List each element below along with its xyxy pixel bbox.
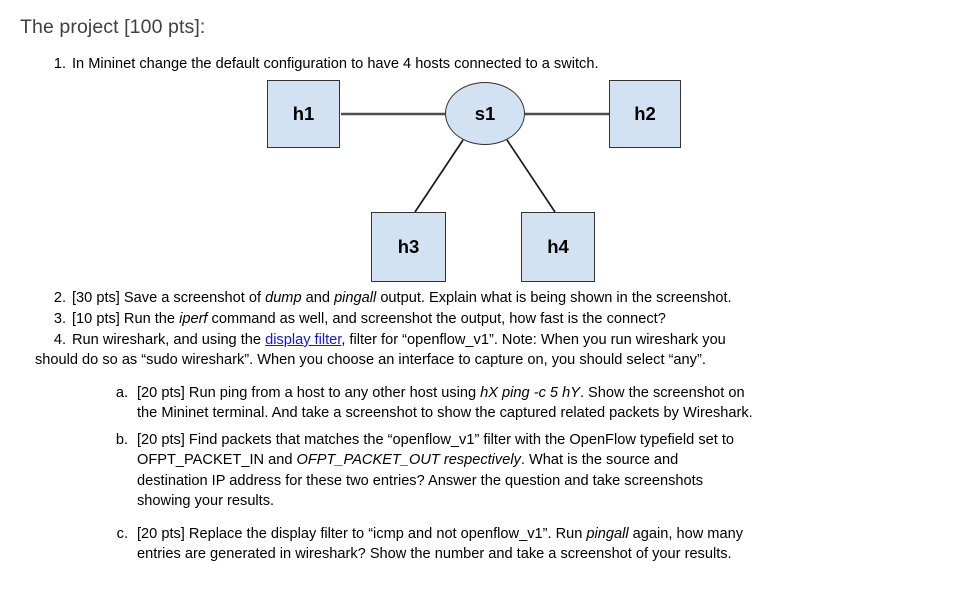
subtask-c-line1-pre: [20 pts] Replace the display filter to “…: [137, 526, 587, 542]
network-topology-diagram: h1 s1 h2 h3 h4: [255, 76, 695, 288]
subtask-item-a: a. [20 pts] Run ping from a host to any …: [114, 383, 944, 424]
task-3-post: command as well, and screenshot the outp…: [207, 311, 666, 327]
page-title: The project [100 pts]:: [20, 16, 206, 38]
subtask-c-line2: entries are generated in wireshark? Show…: [137, 546, 732, 563]
task-item-1: 1. In Mininet change the default configu…: [50, 54, 955, 74]
subtask-c-line1-post: again, how many: [628, 526, 743, 542]
task-marker-3: 3.: [53, 311, 66, 327]
subtask-a-cmd-ping: hX ping -c 5 hY: [480, 385, 580, 401]
task-text-2: [30 pts] Save a screenshot of dump and p…: [72, 288, 955, 308]
task-text-1: In Mininet change the default configurat…: [72, 56, 599, 72]
task-4-line2: should do so as “sudo wireshark”. When y…: [35, 352, 706, 369]
task-2-cmd-pingall: pingall: [334, 290, 377, 306]
topology-node-h3-label: h3: [397, 236, 420, 257]
display-filter-link[interactable]: display filter: [265, 332, 342, 348]
edge-s1-h4: [506, 139, 556, 213]
task-2-cmd-dump: dump: [265, 290, 302, 306]
subtask-c-cmd-pingall: pingall: [586, 526, 629, 542]
topology-node-s1-label: s1: [474, 102, 496, 124]
task-item-2: 2. [30 pts] Save a screenshot of dump an…: [50, 288, 955, 308]
topology-node-h1: h1: [267, 80, 340, 148]
task-marker-2: 2.: [53, 290, 66, 306]
topology-node-h2-label: h2: [634, 103, 656, 124]
subtask-text-c: [20 pts] Replace the display filter to “…: [137, 524, 944, 565]
topology-node-h1-label: h1: [292, 103, 315, 124]
subtask-marker-c: c.: [116, 526, 128, 542]
subtask-text-b: [20 pts] Find packets that matches the “…: [137, 430, 944, 511]
task-item-4: 4. Run wireshark, and using the display …: [35, 330, 955, 368]
task-marker-4: 4.: [53, 332, 66, 348]
subtask-b-line2-post: . What is the source and: [520, 452, 679, 469]
subtask-marker-b: b.: [115, 432, 128, 448]
task-2-pre: [30 pts] Save a screenshot of: [72, 290, 266, 306]
topology-node-h4: h4: [521, 212, 595, 282]
task-2-post: output. Explain what is being shown in t…: [376, 290, 732, 306]
task-3-cmd-iperf: iperf: [179, 311, 208, 327]
task-item-3: 3. [10 pts] Run the iperf command as wel…: [50, 309, 955, 329]
subtask-marker-a: a.: [115, 385, 128, 401]
subtask-b-line1: [20 pts] Find packets that matches the “…: [137, 432, 735, 448]
topology-edges: [341, 112, 611, 213]
topology-node-h2: h2: [609, 80, 681, 148]
subtask-a-line2: the Mininet terminal. And take a screens…: [137, 405, 753, 422]
subtask-item-c: c. [20 pts] Replace the display filter t…: [114, 524, 944, 565]
task-marker-1: 1.: [53, 56, 66, 72]
task-4-post: , filter for “openflow_v1”. Note: When y…: [341, 332, 726, 348]
subtask-a-post: . Show the screenshot on: [579, 385, 745, 401]
subtask-item-b: b. [20 pts] Find packets that matches th…: [114, 430, 944, 511]
topology-node-h3: h3: [371, 212, 446, 282]
task-4-pre: Run wireshark, and using the: [72, 332, 266, 348]
subtask-b-line2-pre: OFPT_PACKET_IN and: [137, 452, 297, 469]
subtask-b-cmd-packet-out: OFPT_PACKET_OUT respectively: [296, 452, 521, 469]
topology-node-h4-label: h4: [547, 236, 569, 257]
edge-s1-h3: [414, 139, 464, 213]
task-2-mid: and: [301, 290, 335, 306]
topology-node-s1: s1: [445, 82, 525, 145]
task-3-pre: [10 pts] Run the: [72, 311, 180, 327]
subtask-text-a: [20 pts] Run ping from a host to any oth…: [137, 383, 944, 424]
subtask-b-line4: showing your results.: [137, 492, 275, 509]
subtask-b-line3: destination IP address for these two ent…: [137, 472, 703, 489]
subtask-a-pre: [20 pts] Run ping from a host to any oth…: [137, 385, 481, 401]
task-text-4: Run wireshark, and using the display fil…: [72, 330, 955, 350]
task-text-3: [10 pts] Run the iperf command as well, …: [72, 309, 955, 329]
